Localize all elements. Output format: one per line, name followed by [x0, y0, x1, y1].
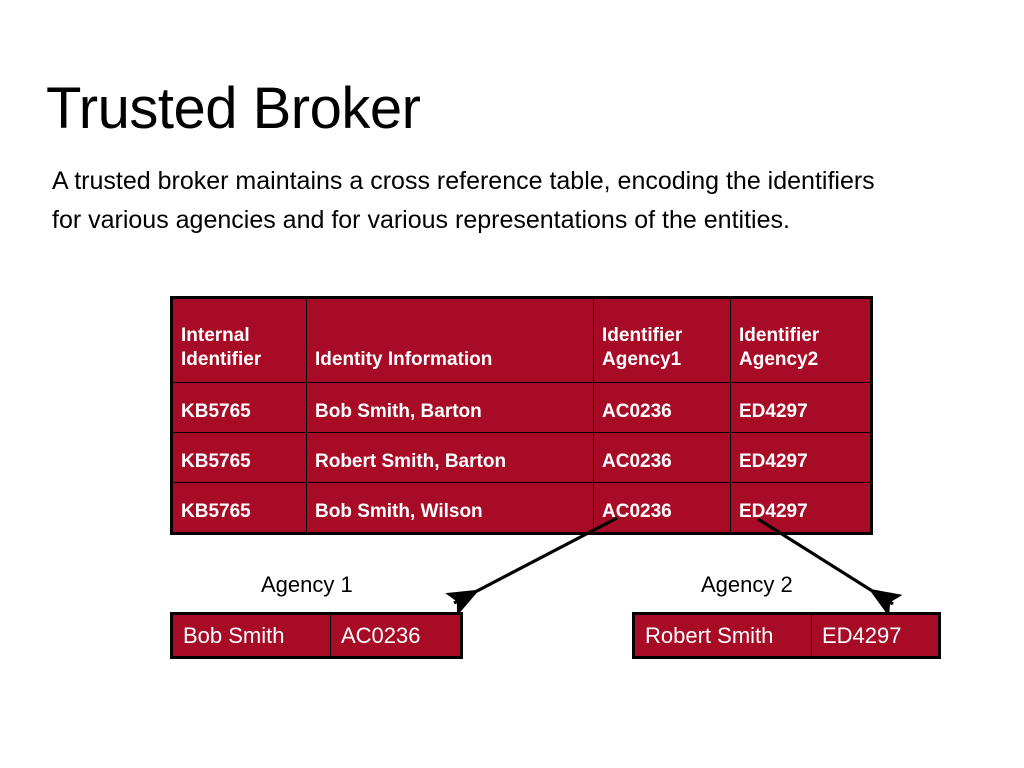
agency1-record-box: Bob Smith AC0236 [170, 612, 463, 659]
agency2-label: Agency 2 [701, 572, 793, 597]
agency1-record-row: Bob Smith AC0236 [171, 613, 462, 658]
table-row: KB5765 Bob Smith, Wilson AC0236 ED4297 [171, 482, 872, 534]
agency2-record-identifier: ED4297 [811, 613, 940, 658]
page-title: Trusted Broker [46, 75, 421, 141]
agency1-label: Agency 1 [261, 572, 353, 597]
table-row: KB5765 Robert Smith, Barton AC0236 ED429… [171, 432, 872, 483]
body-paragraph: A trusted broker maintains a cross refer… [52, 167, 875, 234]
agency1-record-name: Bob Smith [171, 613, 331, 658]
agency1-record-identifier: AC0236 [330, 613, 462, 658]
column-header-identifier-agency1: Identifier Agency1 [593, 297, 731, 383]
cell-identifier-agency2: ED4297 [730, 432, 872, 483]
cell-internal-identifier: KB5765 [171, 382, 307, 433]
cell-identity-information: Robert Smith, Barton [306, 432, 594, 483]
column-header-identifier-agency2: Identifier Agency2 [730, 297, 872, 383]
cell-identifier-agency2: ED4297 [730, 382, 872, 433]
agency2-record-name: Robert Smith [633, 613, 812, 658]
column-header-identity-information: Identity Information [306, 297, 594, 383]
cell-identifier-agency2: ED4297 [730, 482, 872, 534]
cross-reference-table: Internal Identifier Identity Information… [170, 296, 873, 535]
cell-identifier-agency1: AC0236 [593, 432, 731, 483]
table-header-row: Internal Identifier Identity Information… [171, 297, 872, 383]
cell-identifier-agency1: AC0236 [593, 382, 731, 433]
cell-identity-information: Bob Smith, Wilson [306, 482, 594, 534]
agency2-record-box: Robert Smith ED4297 [632, 612, 941, 659]
cell-internal-identifier: KB5765 [171, 482, 307, 534]
column-header-internal-identifier: Internal Identifier [171, 297, 307, 383]
cell-internal-identifier: KB5765 [171, 432, 307, 483]
table-row: KB5765 Bob Smith, Barton AC0236 ED4297 [171, 382, 872, 433]
cell-identity-information: Bob Smith, Barton [306, 382, 594, 433]
agency2-record-row: Robert Smith ED4297 [633, 613, 940, 658]
cell-identifier-agency1: AC0236 [593, 482, 731, 534]
